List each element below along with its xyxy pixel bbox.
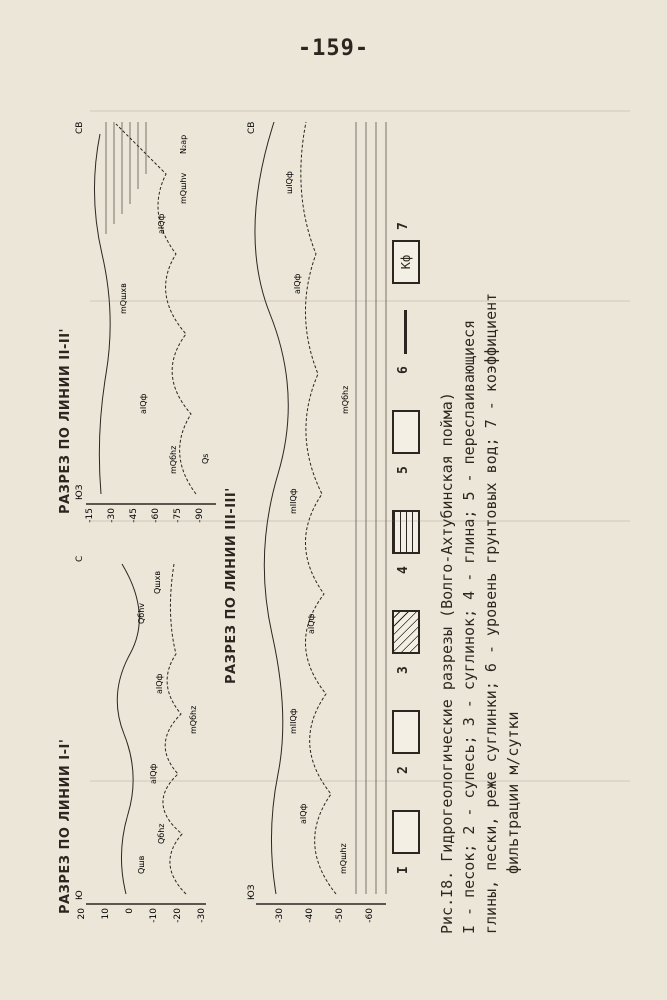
s1-label-6: Qшхв [153, 571, 162, 594]
s3-label-0: mQшhz [339, 843, 348, 874]
legend-line-groundwater [404, 310, 407, 354]
s2-label-3: N₂ар [179, 135, 188, 154]
section-3: -30 -40 -50 -60 ЮЗ СВ mQшhz аIQф mIIQф а… [247, 122, 387, 923]
caption-line-4: фильтрации м/сутки [504, 711, 522, 874]
s2-label-6: Qs [201, 454, 210, 464]
legend-num-5: 5 [396, 466, 411, 474]
caption-line-3: глины, пески, реже суглинки; 6 - уровень… [482, 292, 500, 934]
legend-box-loam [392, 610, 420, 654]
s1-label-2: аIQф [149, 763, 158, 784]
legend-num-1: I [396, 866, 411, 874]
legend-box-sandy-loam [392, 710, 420, 754]
s2-label-4: аIQф [157, 213, 166, 234]
s1-tick-0: 20 [77, 908, 87, 920]
caption-line-2: I - песок; 2 - супесь; 3 - суглинок; 4 -… [460, 319, 478, 934]
s3-tick-0: -30 [275, 908, 285, 923]
s1-tick-3: -10 [149, 908, 159, 923]
s1-tick-4: -20 [173, 908, 183, 923]
s2-end: СВ [75, 122, 85, 134]
s1-label-0: Qшв [137, 855, 146, 874]
s2-label-2: mQшхв [119, 283, 128, 314]
s1-label-1: Qбhz [157, 824, 166, 845]
s3-label-7: шIQф [285, 171, 294, 194]
section-2: -15 -30 -45 -60 -75 -90 ЮЗ СВ mQбhz аIQф… [75, 122, 216, 523]
s2-label-5: mQшhv [179, 173, 188, 204]
s3-label-2: mIIQф [289, 708, 298, 734]
s3-tick-2: -50 [335, 908, 345, 923]
legend-box-clay [392, 510, 420, 554]
s1-tick-5: -30 [197, 908, 207, 923]
rotated-figure-frame: РАЗРЕЗ ПО ЛИНИИ I-I' РАЗРЕЗ ПО ЛИНИИ II-… [56, 84, 556, 934]
show-through-line [90, 520, 630, 522]
legend-num-7: 7 [396, 222, 411, 230]
sections-drawing: 20 10 0 -10 -20 -30 Ю С Qшв Qбhz аIQф аI… [75, 122, 387, 923]
s2-tick-5: -90 [195, 508, 205, 523]
s2-tick-3: -60 [151, 508, 161, 523]
legend-num-4: 4 [396, 566, 411, 574]
legend-box-interbedded [392, 410, 420, 454]
s2-tick-0: -15 [85, 508, 95, 523]
legend-num-6: 6 [396, 366, 411, 374]
s1-label-3: аIQф [155, 673, 164, 694]
s1-label-4: mQбhz [189, 706, 198, 734]
show-through-line [90, 110, 630, 112]
s3-origin: ЮЗ [247, 884, 257, 900]
s3-label-1: аIQф [299, 803, 308, 824]
s3-tick-1: -40 [305, 908, 315, 923]
s2-origin: ЮЗ [75, 484, 85, 500]
legend-box-kf: Кф [392, 240, 420, 284]
show-through-line [90, 300, 630, 302]
s3-label-3: аIQф [307, 613, 316, 634]
legend-num-2: 2 [396, 766, 411, 774]
s2-label-1: аIQф [139, 393, 148, 414]
figure-caption: Рис.I8. Гидрогеологические разрезы (Волг… [436, 84, 524, 934]
s3-label-4: mIIQф [289, 488, 298, 514]
legend-num-3: 3 [396, 666, 411, 674]
s3-tick-3: -60 [365, 908, 375, 923]
s1-tick-1: 10 [101, 908, 111, 920]
legend-box-sand [392, 810, 420, 854]
s2-tick-4: -75 [173, 508, 183, 523]
page-number: -159- [297, 36, 370, 61]
s2-tick-2: -45 [129, 508, 139, 523]
section-1: 20 10 0 -10 -20 -30 Ю С Qшв Qбhz аIQф аI… [75, 556, 207, 923]
s2-label-0: mQбhz [169, 446, 178, 474]
s3-label-6: аIQф [293, 273, 302, 294]
s1-label-5: Qбhv [137, 603, 146, 624]
s1-tick-2: 0 [125, 908, 135, 914]
s2-tick-1: -30 [107, 508, 117, 523]
s3-end: СВ [247, 122, 257, 134]
caption-line-1: Рис.I8. Гидрогеологические разрезы (Волг… [438, 392, 456, 934]
s1-end: С [75, 556, 85, 562]
s3-label-5: mQбhz [341, 386, 350, 414]
s1-origin: Ю [75, 890, 85, 900]
show-through-line [90, 780, 630, 782]
